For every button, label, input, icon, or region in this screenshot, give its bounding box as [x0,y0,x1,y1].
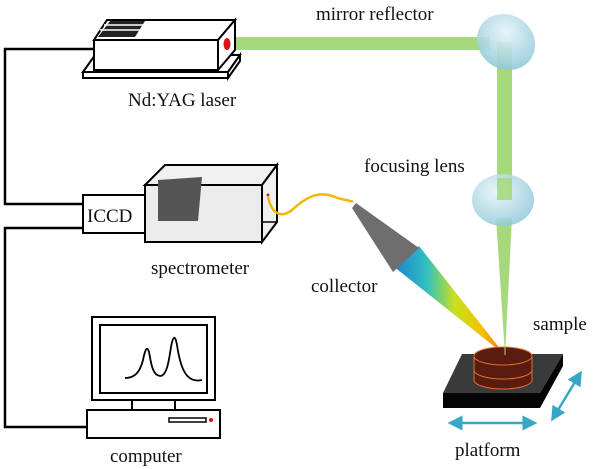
mirror-reflector [476,13,536,71]
platform-label: platform [455,440,521,461]
focused-beam [496,218,512,355]
optical-fiber [266,193,354,216]
power-led-icon [209,418,213,422]
collector [352,203,419,272]
laser-cable [3,47,94,206]
sample [473,346,533,390]
laser-aperture-icon [223,38,231,50]
nd-yag-laser [81,17,242,82]
spectrometer [142,162,279,245]
spectrum-plot-icon [124,336,203,382]
laser-beam-horizontal [230,37,490,50]
plasma-emission [393,246,505,355]
iccd-box: ICCD [82,194,146,234]
laser-label: Nd:YAG laser [128,90,237,111]
mirror-reflector-label: mirror reflector [316,4,434,25]
laser-beam-vertical [497,42,512,200]
computer [86,316,221,439]
beam-through-lens [497,178,512,200]
computer-cable [3,226,87,429]
iccd-label: ICCD [87,206,132,227]
sample-label: sample [533,314,587,335]
spectrometer-label: spectrometer [151,258,250,279]
focusing-lens-label: focusing lens [364,156,465,177]
y-axis-arrow-icon [551,370,582,422]
computer-label: computer [110,446,182,467]
collector-label: collector [311,276,378,297]
